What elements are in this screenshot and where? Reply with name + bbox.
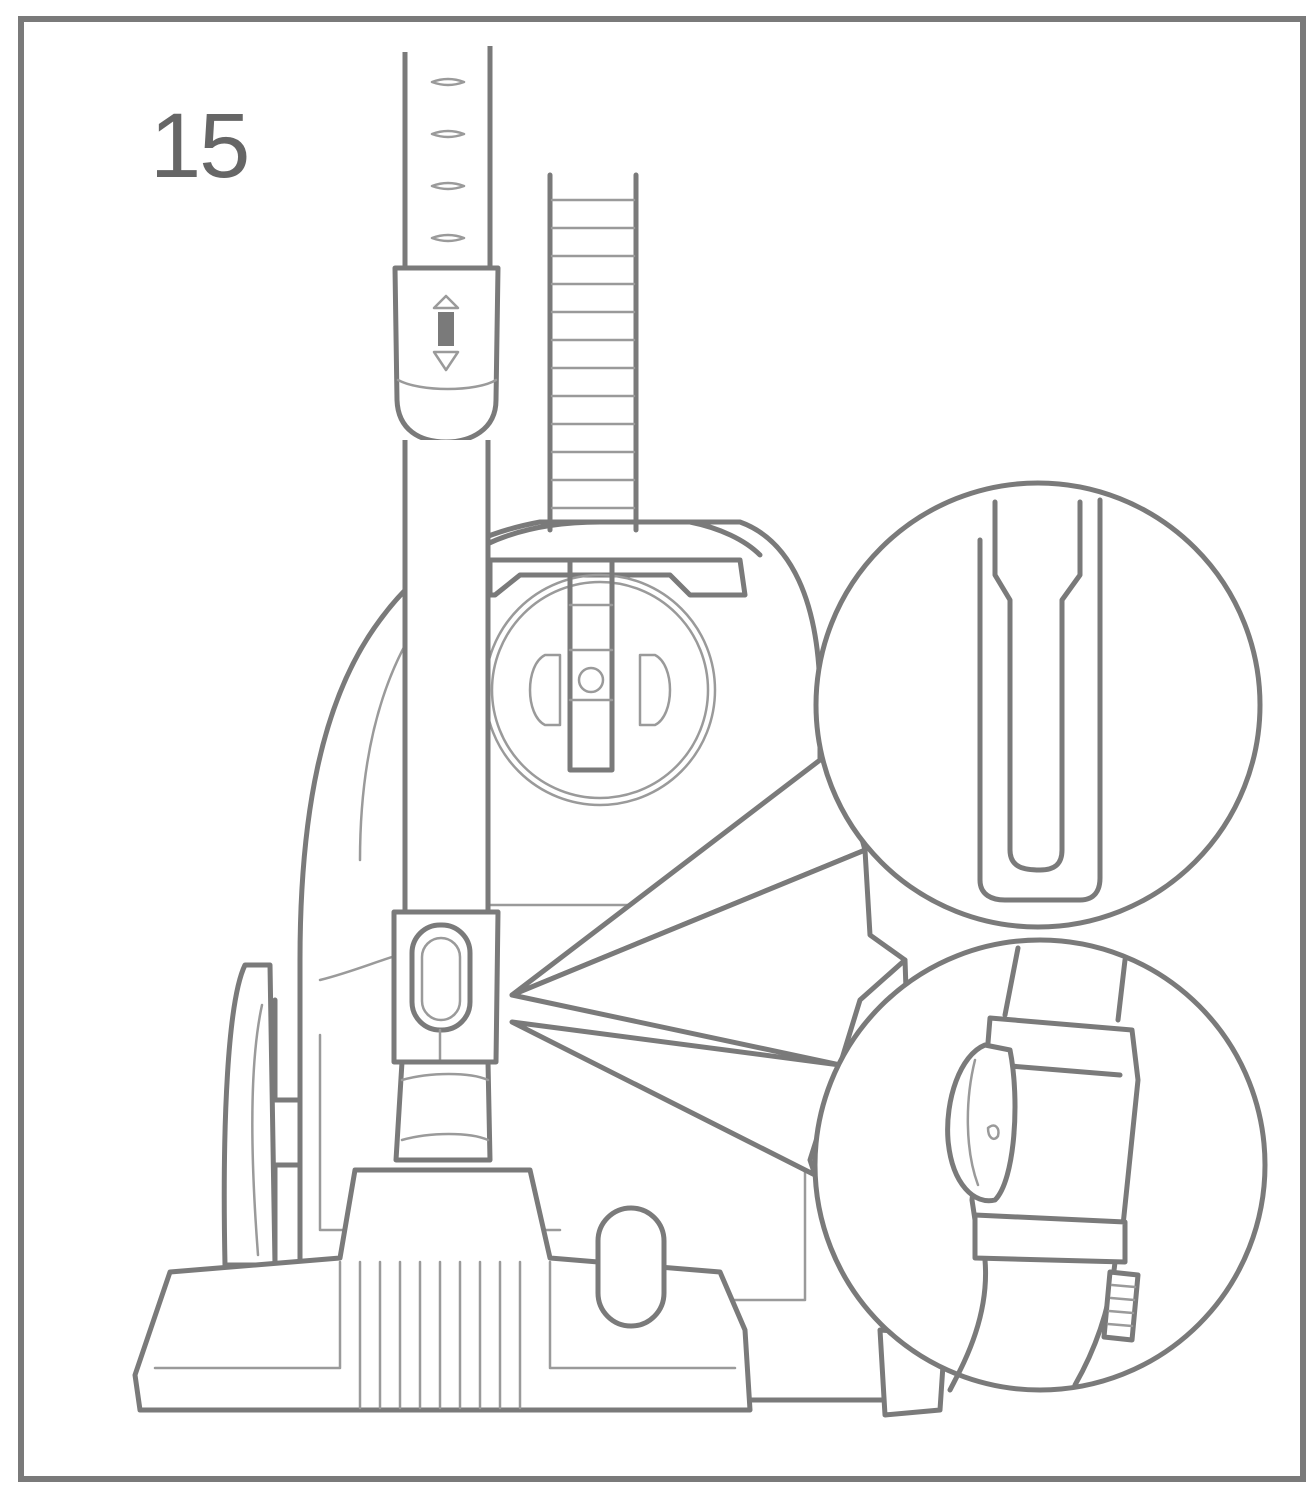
tube-connector [391,909,501,1163]
flexible-hose [547,172,639,533]
floor-nozzle [132,1167,948,1418]
callout-pointers [509,687,908,1178]
zoom-circle-connector-detail [812,937,1268,1393]
rear-wheel [221,962,303,1268]
telescopic-tube [392,46,501,918]
zoom-circle-slot-detail [813,480,1263,930]
step-number: 15 [150,95,250,197]
slide-arrow-icon [432,294,460,372]
